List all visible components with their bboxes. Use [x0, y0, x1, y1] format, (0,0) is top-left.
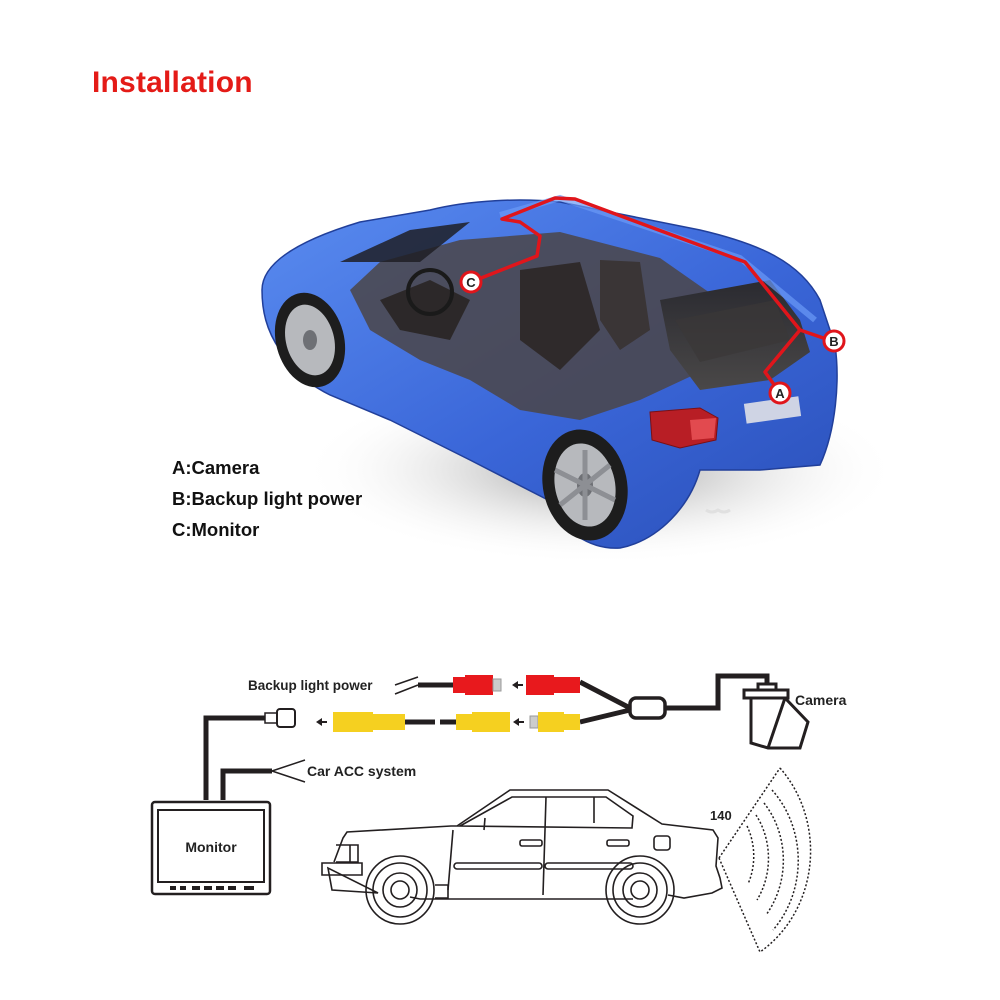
camera-view-angle-arcs — [718, 767, 812, 953]
marker-a: A — [768, 381, 792, 405]
svg-text:C: C — [466, 275, 476, 290]
wire-route — [470, 196, 833, 343]
label-car-acc-system: Car ACC system — [307, 763, 416, 779]
label-view-angle: 140 — [710, 808, 732, 823]
rear-wheel — [542, 429, 628, 541]
cable-junction — [628, 696, 667, 720]
rca-red-male — [453, 675, 502, 695]
backup-power-wire-split — [394, 676, 419, 695]
monitor-icon — [150, 800, 272, 896]
legend-item-camera: A:Camera — [172, 457, 260, 478]
monitor-video-cable — [203, 715, 265, 800]
camera-icon — [742, 682, 810, 750]
license-plate — [743, 396, 802, 424]
marker-c: C — [459, 270, 483, 294]
acc-wire-split — [271, 759, 306, 783]
svg-text:B: B — [829, 334, 838, 349]
camera-cable — [665, 673, 770, 711]
rca-yellow-male-camera — [529, 712, 580, 732]
legend-item-backup-light-power: B:Backup light power — [172, 488, 363, 509]
front-wheel — [274, 292, 346, 388]
car-installation-illustration: C B A — [261, 194, 900, 565]
component-legend: A:Camera B:Backup light power C:Monitor — [172, 452, 362, 545]
label-backup-light-power: Backup light power — [248, 678, 373, 693]
page-title: Installation — [92, 66, 253, 99]
sedan-outline — [321, 789, 723, 925]
label-camera: Camera — [795, 692, 847, 708]
legend-item-monitor: C:Monitor — [172, 519, 260, 540]
marker-b: B — [822, 329, 846, 353]
connection-arrows — [316, 681, 524, 726]
monitor-power-cable — [220, 768, 272, 800]
svg-text:A: A — [775, 386, 785, 401]
video-plug-monitor — [264, 708, 296, 728]
rca-red-female — [526, 675, 580, 695]
rca-yellow-female-extension — [456, 712, 510, 732]
label-monitor: Monitor — [185, 839, 237, 855]
rca-yellow-female-monitor — [333, 712, 405, 732]
